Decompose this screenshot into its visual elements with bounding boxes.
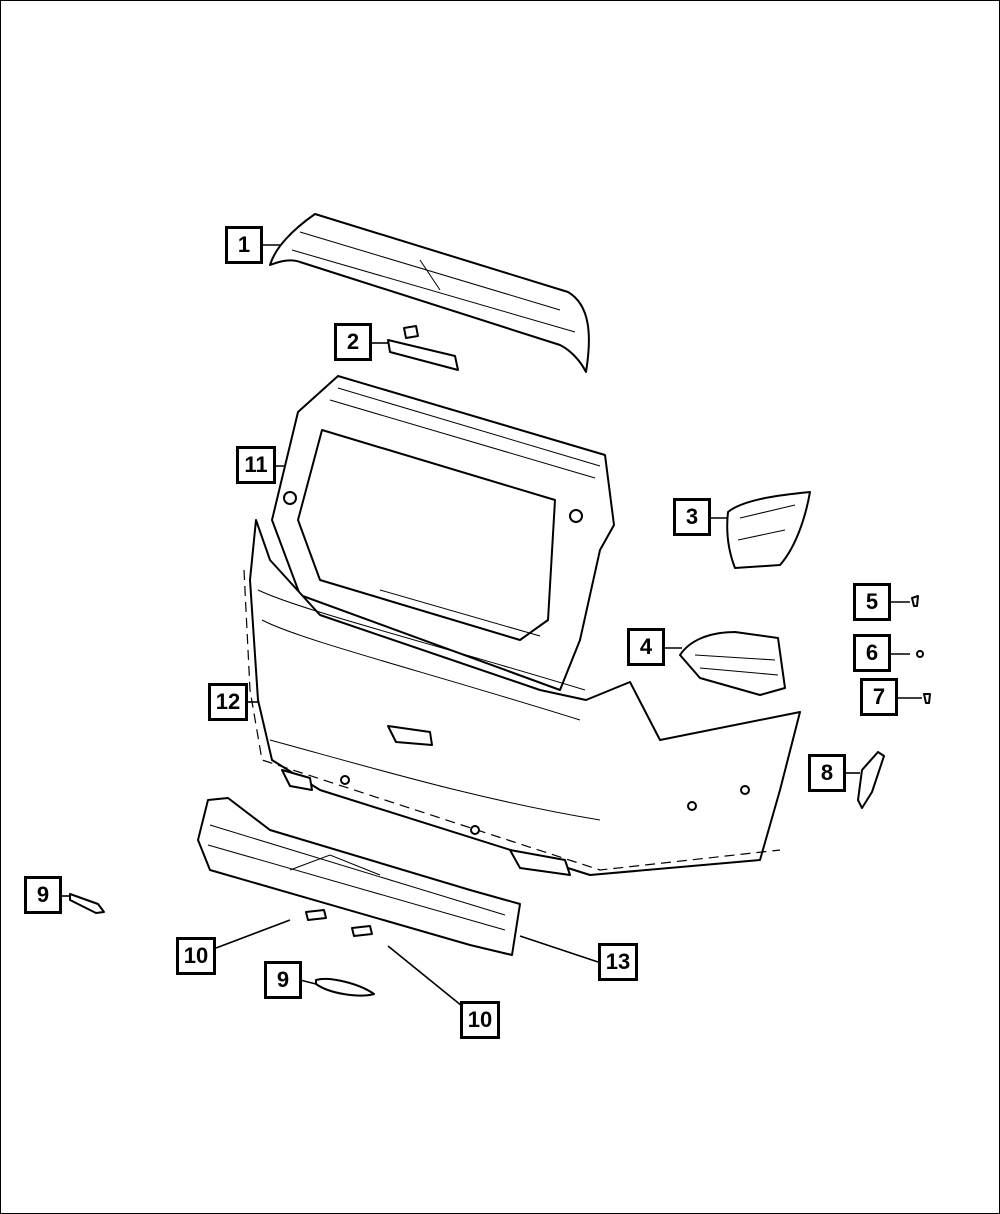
callout-10-left: 10 [176, 937, 216, 975]
callout-10-right: 10 [460, 1001, 500, 1039]
tail-lamp-upper [726, 491, 811, 569]
callout-7: 7 [860, 678, 898, 716]
rear-fascia [243, 519, 801, 876]
step-pad [197, 797, 521, 956]
callout-12: 12 [208, 683, 248, 721]
callout-3: 3 [673, 498, 711, 536]
callout-8: 8 [808, 754, 846, 792]
side-bracket [857, 751, 885, 809]
callout-9-left: 9 [24, 876, 62, 914]
callout-6: 6 [853, 634, 891, 672]
callout-13: 13 [598, 943, 638, 981]
callout-9-center: 9 [264, 961, 302, 999]
callout-1: 1 [225, 226, 263, 264]
callout-11: 11 [236, 446, 276, 484]
tail-lamp-lower [679, 631, 786, 696]
clips [305, 909, 373, 937]
callout-4: 4 [627, 628, 665, 666]
reflectors [69, 893, 375, 997]
liftgate [271, 375, 615, 691]
fasteners [911, 595, 931, 704]
callout-2: 2 [334, 323, 372, 361]
callout-5: 5 [853, 583, 891, 621]
third-brake-lamp [387, 325, 459, 371]
rear-spoiler [269, 213, 590, 373]
